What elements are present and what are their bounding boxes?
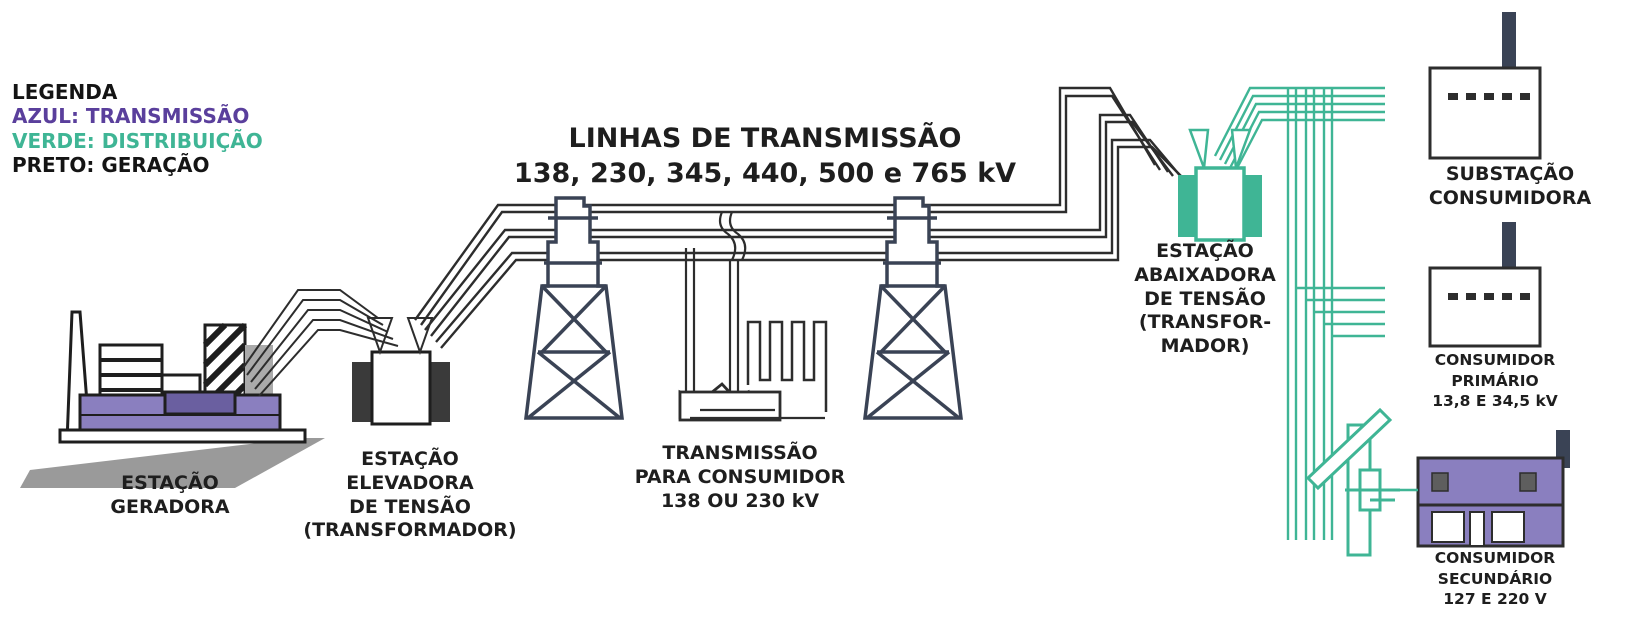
transmission-consumer-label-line3: 138 OU 230 kV — [660, 489, 820, 512]
step-up-transformer-icon — [352, 317, 450, 426]
transmission-lines-title-line2: 138, 230, 345, 440, 500 e 765 kV — [513, 157, 1017, 189]
transmission-lines-title: LINHAS DE TRANSMISSÃO 138, 230, 345, 440… — [465, 122, 1065, 191]
step-up-station-label-line4: (TRANSFORMADOR) — [303, 519, 517, 542]
transmission-lines-title-line1: LINHAS DE TRANSMISSÃO — [568, 123, 962, 154]
legend-blue-entry: AZUL: TRANSMISSÃO — [12, 104, 250, 129]
generating-station-icon — [20, 310, 325, 488]
transmission-tower-1-icon — [524, 196, 624, 420]
step-down-station-label-line4: (TRANSFOR- — [1138, 311, 1272, 334]
transmission-consumer-label-line2: PARA CONSUMIDOR — [634, 465, 846, 488]
step-up-station-label-line2: ELEVADORA — [346, 471, 474, 494]
legend-green-entry: VERDE: DISTRIBUIÇÃO — [12, 128, 263, 153]
generating-station-label: ESTAÇÃO GERADORA — [70, 472, 270, 520]
step-down-station-label-line3: DE TENSÃO — [1144, 287, 1266, 310]
secondary-consumer-icon — [1400, 430, 1570, 548]
transmission-tower-2-icon — [863, 196, 963, 420]
legend: LEGENDA AZUL: TRANSMISSÃO VERDE: DISTRIB… — [12, 80, 263, 178]
generating-station-label-line1: ESTAÇÃO — [121, 472, 219, 494]
distribution-lines — [1213, 86, 1385, 540]
step-up-station-label-line3: DE TENSÃO — [349, 495, 471, 518]
primary-consumer-icon — [1428, 222, 1542, 348]
step-down-station-label: ESTAÇÃO ABAIXADORA DE TENSÃO (TRANSFOR- … — [1120, 240, 1290, 359]
transmission-consumer-label: TRANSMISSÃO PARA CONSUMIDOR 138 OU 230 k… — [595, 442, 885, 513]
step-down-station-label-line2: ABAIXADORA — [1134, 263, 1276, 286]
primary-consumer-label-line3: 13,8 E 34,5 kV — [1432, 392, 1558, 411]
secondary-consumer-label-line3: 127 E 220 V — [1443, 590, 1547, 609]
step-down-station-label-line1: ESTAÇÃO — [1156, 240, 1254, 262]
legend-title: LEGENDA — [12, 80, 118, 104]
primary-consumer-label-line1: CONSUMIDOR — [1434, 351, 1556, 369]
transmission-lines — [414, 86, 1188, 349]
distribution-pole-icon — [1305, 407, 1400, 557]
consumer-substation-icon — [1428, 12, 1542, 160]
primary-consumer-label-line2: PRIMÁRIO — [1451, 371, 1539, 390]
step-down-station-label-line5: MADOR) — [1160, 335, 1250, 357]
primary-consumer-label: CONSUMIDOR PRIMÁRIO 13,8 E 34,5 kV — [1405, 350, 1585, 412]
transmission-consumer-factory-icon — [678, 211, 828, 422]
consumer-substation-label-line2: CONSUMIDORA — [1428, 186, 1592, 209]
legend-black-entry: PRETO: GERAÇÃO — [12, 153, 210, 178]
secondary-consumer-label: CONSUMIDOR SECUNDÁRIO 127 E 220 V — [1405, 548, 1585, 610]
transmission-consumer-label-line1: TRANSMISSÃO — [662, 442, 818, 464]
step-up-station-label: ESTAÇÃO ELEVADORA DE TENSÃO (TRANSFORMAD… — [275, 448, 545, 543]
secondary-consumer-label-line1: CONSUMIDOR — [1434, 549, 1556, 567]
step-up-station-label-line1: ESTAÇÃO — [361, 448, 459, 470]
generation-wires — [242, 289, 399, 397]
step-down-transformer-icon — [1178, 128, 1262, 242]
secondary-consumer-label-line2: SECUNDÁRIO — [1437, 569, 1553, 588]
consumer-substation-label: SUBSTAÇÃO CONSUMIDORA — [1410, 163, 1610, 211]
generating-station-label-line2: GERADORA — [110, 495, 230, 518]
consumer-substation-label-line1: SUBSTAÇÃO — [1445, 163, 1575, 185]
